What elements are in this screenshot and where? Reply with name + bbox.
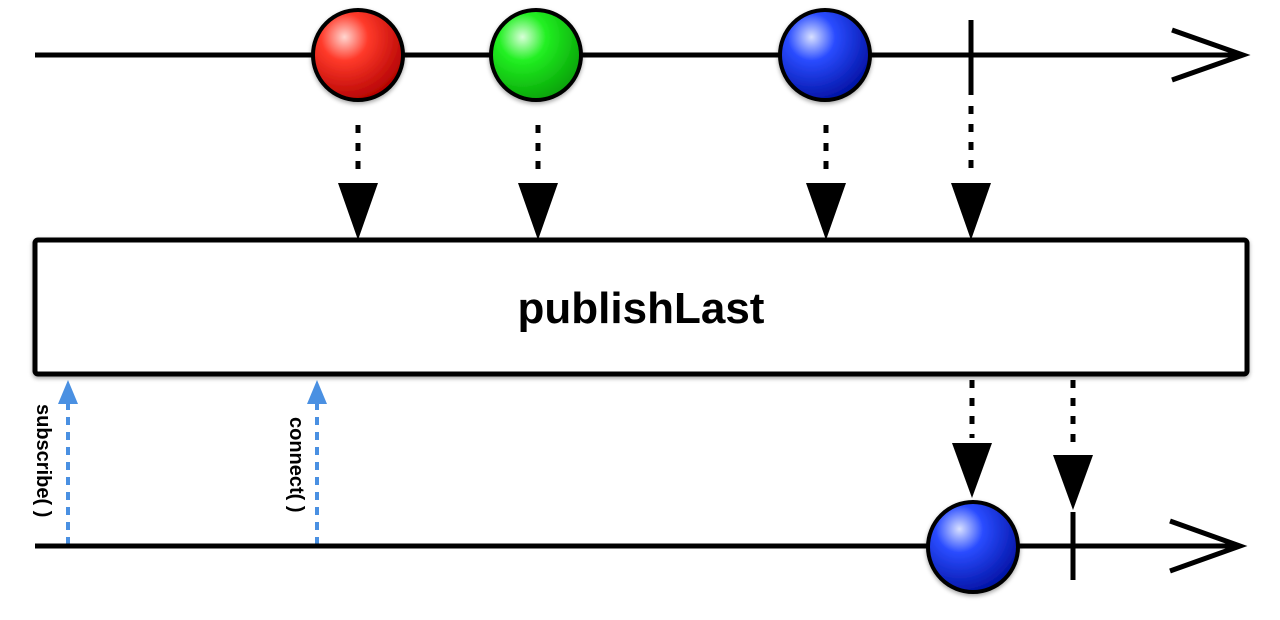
operator-box: publishLast (32, 237, 1250, 377)
subscribe-call-arrow (58, 380, 78, 545)
source-timeline (35, 27, 1251, 83)
source-to-operator-arrow-blue (806, 125, 846, 240)
source-emission-blue-marble (778, 8, 872, 102)
operator-to-result-arrow-blue (952, 380, 992, 498)
operator-name: publishLast (518, 284, 765, 333)
connect-label: connect( ) (285, 417, 307, 513)
result-emission-blue-marble (926, 500, 1020, 594)
subscribe-label: subscribe( ) (32, 404, 54, 517)
source-emission-red-marble (311, 8, 405, 102)
result-timeline (35, 518, 1248, 574)
source-to-operator-arrow-green (518, 125, 558, 240)
connect-call-arrow (307, 380, 327, 545)
source-emission-green-marble (489, 8, 583, 102)
operator-to-result-arrow-complete (1053, 380, 1093, 510)
source-to-operator-arrow-complete (951, 106, 991, 240)
source-to-operator-arrow-red (338, 125, 378, 240)
